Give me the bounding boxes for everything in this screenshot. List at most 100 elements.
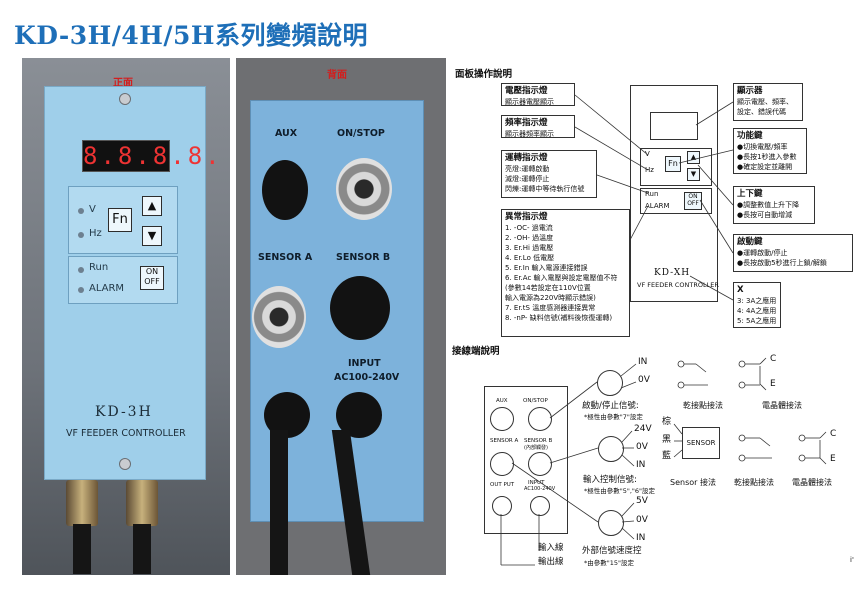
alarm-line-6: 6. Er.Ac 輸入電壓與設定電壓值不符 xyxy=(505,274,618,282)
input-ctrl-pin-connector xyxy=(598,436,624,462)
panel-section-heading: 面板操作說明 xyxy=(455,69,513,80)
dry-contact-label: 乾接點接法 xyxy=(683,401,723,410)
voltage-led-icon xyxy=(78,208,84,214)
wiring-sensor-a-port xyxy=(490,452,514,476)
alarm-indicator-box: 異常指示燈 1. -OC- 過電流 2. -OH- 過溫度 3. Er.Hi 過… xyxy=(501,209,630,337)
transistor2-e-label: E xyxy=(830,454,836,464)
left-cable xyxy=(73,524,91,574)
transistor-e-label: E xyxy=(770,379,776,389)
wiring-aux-port xyxy=(490,407,514,431)
right-cable-connector xyxy=(126,480,158,526)
start-stop-note: *極性由參數"7"設定 xyxy=(584,413,643,421)
run-indicator-title: 運轉指示燈 xyxy=(505,153,548,163)
alarm-led-icon xyxy=(78,287,84,293)
freq-indicator-title: 頻率指示燈 xyxy=(505,118,548,128)
up-button[interactable]: ▲ xyxy=(142,196,162,216)
wiring-onstop-label: ON/STOP xyxy=(523,398,548,404)
on-off-button[interactable]: ON OFF xyxy=(140,266,164,290)
fn-key-box: 功能鍵 ●切換電壓/頻率 ●長按1秒進入參數 ●確定設定並離開 xyxy=(733,128,807,174)
controller-name: VF FEEDER CONTROLLER xyxy=(66,428,186,439)
x-model-line-1: 3: 3A之應用 xyxy=(737,297,777,305)
device-keypad xyxy=(640,148,712,186)
display-title: 顯示器 xyxy=(737,86,763,96)
top-screw-icon xyxy=(119,93,131,105)
output-line-label: 輸出線 xyxy=(538,557,564,567)
display-line-2: 設定、錯誤代碼 xyxy=(737,108,786,116)
wiring-back-outline xyxy=(484,386,568,534)
device-up-button: ▲ xyxy=(687,151,700,164)
run-led-icon xyxy=(78,267,84,273)
alarm-line-3: 3. Er.Hi 過電壓 xyxy=(505,244,554,252)
input-ctrl-note: *極性由參數"5","6"設定 xyxy=(584,487,656,495)
x-model-line-2: 4: 4A之應用 xyxy=(737,307,777,315)
left-cable-connector xyxy=(66,480,98,526)
x-model-box: X 3: 3A之應用 4: 4A之應用 5: 5A之應用 xyxy=(733,282,781,328)
hz-led-label: Hz xyxy=(89,228,102,239)
wiring-output-gland xyxy=(492,496,512,516)
alarm-line-8: 輸入電源為220V時顯示錯誤) xyxy=(505,294,596,302)
input-ctrl-label: 輸入控制信號: xyxy=(583,475,637,485)
x-model-line-3: 5: 5A之應用 xyxy=(737,317,777,325)
device-display xyxy=(650,112,698,140)
sensor-a-label: SENSOR A xyxy=(258,252,313,263)
wiring-output-label: OUT PUT xyxy=(490,482,515,488)
input-line-label: 輸入線 xyxy=(538,543,564,553)
ic-0v-label: 0V xyxy=(636,442,648,452)
fn-key-line-2: ●長按1秒進入參數 xyxy=(737,153,797,161)
transistor-c-label: C xyxy=(770,354,777,364)
device-keypad-lower xyxy=(640,188,712,214)
device-on-label: ON xyxy=(688,193,698,200)
freq-indicator-box: 頻率指示燈 顯示器頻率顯示 xyxy=(501,115,575,138)
run-indicator-line-3: 閃爍:運轉中等待執行信號 xyxy=(505,185,585,193)
fn-key-title: 功能鍵 xyxy=(737,131,763,141)
start-key-line-2: ●長按啟動5秒進行上鎖/解鎖 xyxy=(737,259,827,267)
device-model: KD-XH xyxy=(654,268,691,278)
ic-24v-label: 24V xyxy=(634,424,652,434)
ss-0v-label: 0V xyxy=(638,375,650,385)
model-name: KD-3H xyxy=(95,404,153,420)
run-indicator-box: 運轉指示燈 亮燈:運轉啟動 滅燈:運轉停止 閃爍:運轉中等待執行信號 xyxy=(501,150,597,198)
fn-button[interactable]: Fn xyxy=(108,208,132,232)
device-off-label: OFF xyxy=(687,200,699,207)
ext-speed-label: 外部信號速度控 xyxy=(582,546,642,556)
sensor-b-port xyxy=(330,276,390,340)
wiring-input-gland xyxy=(530,496,550,516)
black-wire-label: 黑 xyxy=(662,435,672,445)
down-button[interactable]: ▼ xyxy=(142,226,162,246)
fn-key-line-3: ●確定設定並離開 xyxy=(737,163,793,171)
wiring-sensor-b-port xyxy=(528,452,552,476)
start-stop-label: 啟動/停止信號: xyxy=(582,401,639,411)
wiring-aux-label: AUX xyxy=(496,398,508,404)
bottom-screw-icon xyxy=(119,458,131,470)
transistor2-c-label: C xyxy=(830,429,837,439)
ic-in-label: IN xyxy=(636,460,646,470)
device-hz-label: Hz xyxy=(645,166,654,174)
voltage-indicator-box: 電壓指示燈 顯示器電壓顯示 xyxy=(501,83,575,106)
device-controller: VF FEEDER CONTROLLER xyxy=(637,281,719,289)
ext-speed-pin-connector xyxy=(598,510,624,536)
updown-key-box: 上下鍵 ●調整數值上升下降 ●長按可自動增減 xyxy=(733,186,815,224)
sensor-block: SENSOR xyxy=(682,427,720,459)
run-led-label: Run xyxy=(89,262,109,273)
brown-wire-label: 棕 xyxy=(662,417,672,427)
wiring-section-heading: 接線端說明 xyxy=(452,346,500,357)
device-run-label: Run xyxy=(645,190,659,198)
run-indicator-line-2: 滅燈:運轉停止 xyxy=(505,175,550,183)
ext-speed-note: *由參數"15"設定 xyxy=(584,559,635,567)
on-label: ON xyxy=(145,267,159,276)
alarm-led-label: ALARM xyxy=(89,283,125,294)
start-key-box: 啟動鍵 ●運轉啟動/停止 ●長按啟動5秒進行上鎖/解鎖 xyxy=(733,234,853,272)
es-0v-label: 0V xyxy=(636,515,648,525)
dry-contact-label-2: 乾接點接法 xyxy=(734,478,774,487)
hz-led-icon xyxy=(78,232,84,238)
transistor-label-2: 電晶體接法 xyxy=(792,478,832,487)
output-cable xyxy=(270,430,288,575)
alarm-line-4: 4. Er.Lo 低電壓 xyxy=(505,254,555,262)
device-outline xyxy=(630,85,718,302)
start-stop-pin-connector xyxy=(597,370,623,396)
onstop-connector xyxy=(336,158,392,220)
alarm-line-9: 7. Er.tS 溫度感測器連接異常 xyxy=(505,304,596,312)
wiring-input-label: INPUT xyxy=(528,480,545,486)
